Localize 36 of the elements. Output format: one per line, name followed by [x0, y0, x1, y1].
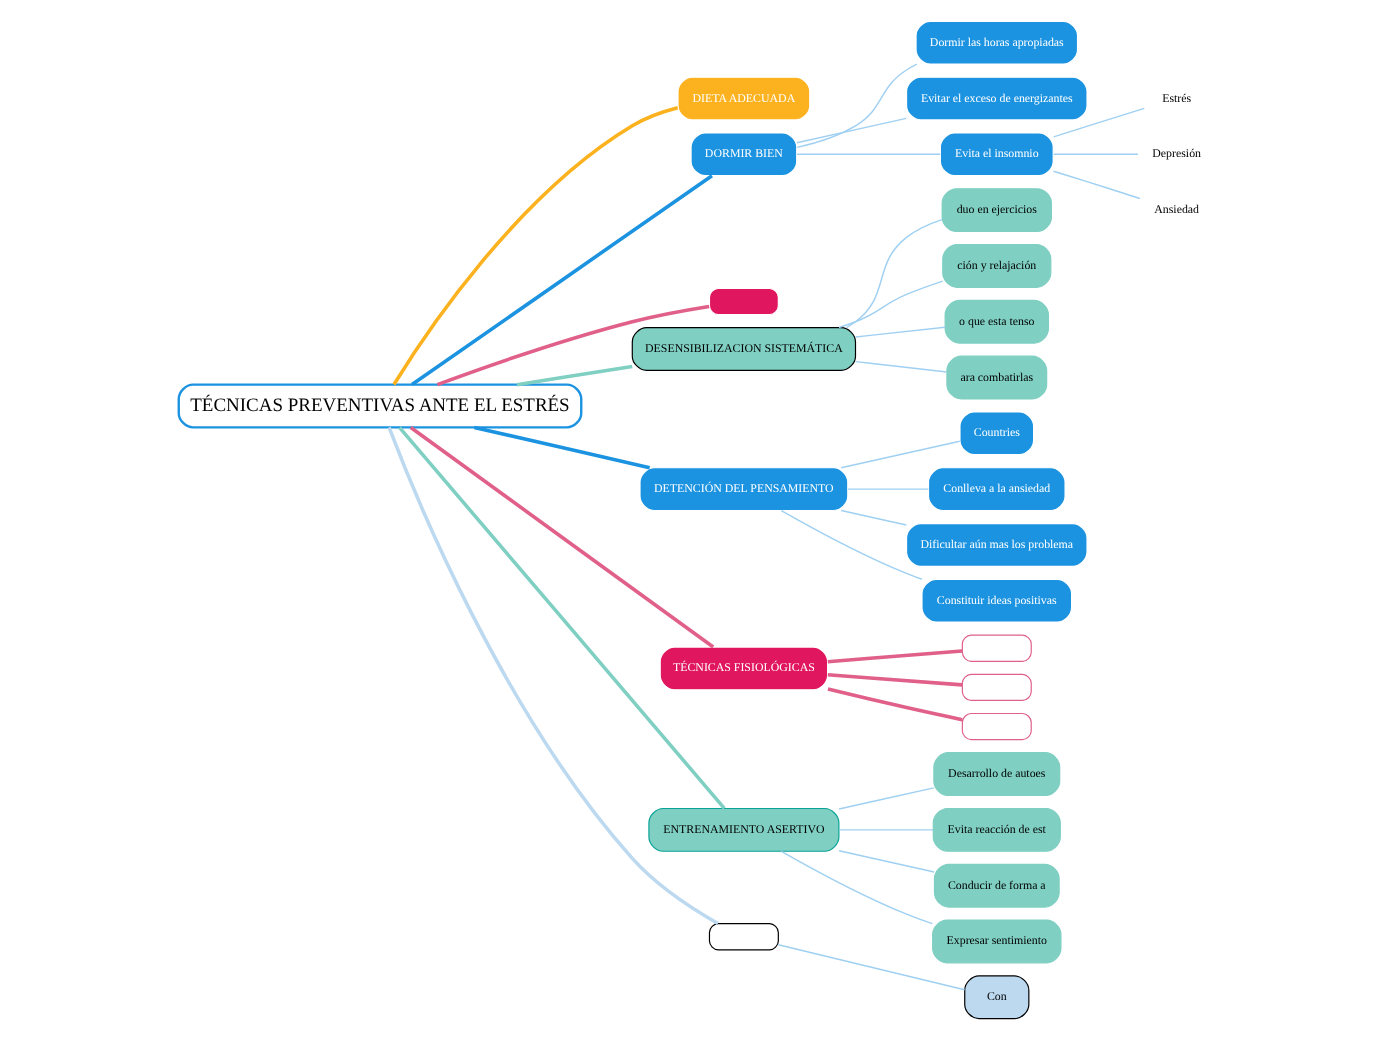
connector [776, 944, 965, 991]
connector [391, 106, 678, 386]
connector [408, 426, 714, 649]
connector [779, 850, 933, 925]
connector [826, 649, 962, 664]
connector [854, 360, 947, 373]
connector [844, 218, 942, 329]
connector [826, 687, 962, 722]
connector [779, 509, 922, 580]
connector [846, 488, 929, 490]
connector [472, 425, 649, 470]
connector [854, 326, 945, 338]
connector [839, 509, 906, 526]
node-box [707, 287, 778, 316]
connector [837, 829, 933, 831]
connector [795, 153, 940, 156]
connector [386, 426, 718, 926]
node-box [707, 923, 778, 951]
connector [837, 787, 934, 810]
connector [795, 63, 917, 149]
connector [837, 850, 934, 873]
connector [826, 672, 962, 687]
node-box: TÉCNICAS PREVENTIVAS ANTE EL ESTRÉS [176, 383, 582, 429]
connector [410, 174, 712, 386]
connector [515, 364, 632, 387]
connector [1051, 170, 1140, 200]
node-box [960, 712, 1031, 741]
connector [435, 304, 709, 387]
connector [1051, 153, 1138, 156]
connector [1051, 107, 1144, 138]
connector [795, 117, 906, 144]
connector [839, 440, 960, 469]
connector [837, 280, 943, 329]
node-box [960, 634, 1031, 662]
connector [397, 426, 725, 810]
node-box [960, 673, 1031, 702]
